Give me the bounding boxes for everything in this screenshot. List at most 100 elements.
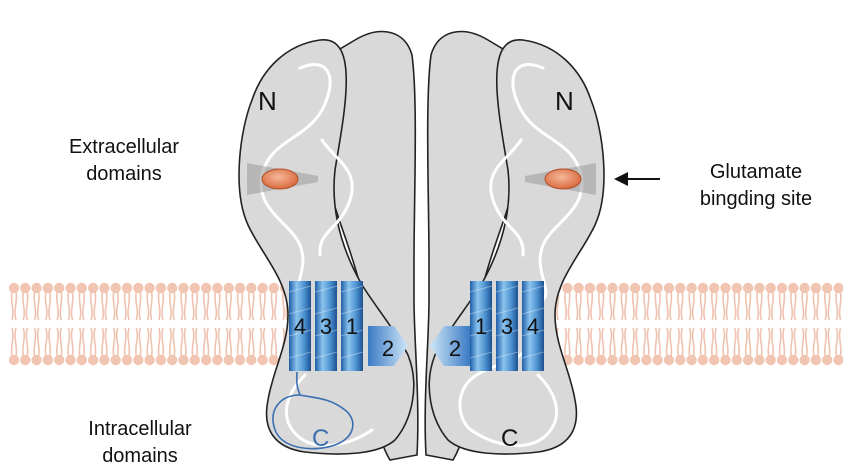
- lipid-tail: [791, 328, 796, 356]
- lipid-tail: [249, 292, 254, 320]
- lipid-tail: [780, 292, 785, 320]
- lipid-tail: [836, 292, 841, 320]
- lipid-tail: [667, 292, 672, 320]
- lipid-head: [122, 355, 132, 365]
- lipid-head: [573, 355, 583, 365]
- lipid-head: [77, 283, 87, 293]
- lipid-head: [190, 283, 200, 293]
- lipid-tail: [170, 328, 175, 356]
- lipid-tail: [791, 292, 796, 320]
- lipid-tail: [181, 292, 186, 320]
- lipid-head: [720, 355, 730, 365]
- lipid-tail: [655, 292, 660, 320]
- lipid-head: [257, 283, 267, 293]
- lipid-tail: [700, 292, 705, 320]
- lipid-head: [630, 355, 640, 365]
- lipid-tail: [204, 328, 209, 356]
- lipid-tail: [576, 292, 581, 320]
- lipid-tail: [757, 328, 762, 356]
- lipid-tail: [655, 328, 660, 356]
- lipid-head: [596, 283, 606, 293]
- right-helix-3-label: 3: [501, 314, 513, 339]
- lipid-tail: [610, 328, 615, 356]
- lipid-tail: [45, 292, 50, 320]
- lipid-head: [777, 283, 787, 293]
- left-helix-3-label: 3: [320, 314, 332, 339]
- lipid-head: [111, 355, 121, 365]
- lipid-head: [732, 283, 742, 293]
- lipid-head: [833, 283, 843, 293]
- left-helix-4-label: 4: [294, 314, 306, 339]
- lipid-head: [709, 283, 719, 293]
- right-helix-4-label: 4: [527, 314, 539, 339]
- lipid-head: [9, 355, 19, 365]
- lipid-head: [31, 283, 41, 293]
- lipid-head: [212, 355, 222, 365]
- lipid-tail: [12, 328, 17, 356]
- right-helix-1-label: 1: [475, 314, 487, 339]
- lipid-tail: [23, 328, 28, 356]
- lipid-head: [619, 283, 629, 293]
- right-c-terminus: C: [501, 425, 518, 452]
- lipid-head: [20, 283, 30, 293]
- lipid-tail: [746, 292, 751, 320]
- lipid-head: [43, 283, 53, 293]
- lipid-head: [20, 355, 30, 365]
- lipid-head: [698, 283, 708, 293]
- binding-site-arrow: [614, 172, 660, 186]
- lipid-tail: [576, 328, 581, 356]
- lipid-tail: [678, 292, 683, 320]
- lipid-head: [562, 283, 572, 293]
- lipid-head: [65, 283, 75, 293]
- glutamate-label-line1: Glutamate: [676, 159, 836, 186]
- lipid-tail: [192, 292, 197, 320]
- lipid-head: [732, 355, 742, 365]
- lipid-tail: [644, 328, 649, 356]
- lipid-head: [201, 283, 211, 293]
- lipid-head: [65, 355, 75, 365]
- lipid-head: [822, 283, 832, 293]
- intracellular-label: Intracellular domains: [62, 416, 218, 470]
- lipid-head: [641, 283, 651, 293]
- lipid-head: [99, 355, 109, 365]
- right-reentrant-loop-label: 2: [449, 336, 461, 361]
- lipid-tail: [621, 292, 626, 320]
- lipid-head: [811, 355, 821, 365]
- lipid-head: [54, 283, 64, 293]
- lipid-head: [133, 283, 143, 293]
- lipid-tail: [825, 292, 830, 320]
- lipid-tail: [192, 328, 197, 356]
- lipid-tail: [34, 292, 39, 320]
- lipid-head: [619, 355, 629, 365]
- lipid-tail: [723, 328, 728, 356]
- lipid-tail: [79, 328, 84, 356]
- lipid-tail: [813, 292, 818, 320]
- lipid-tail: [712, 328, 717, 356]
- lipid-head: [9, 283, 19, 293]
- lipid-head: [664, 283, 674, 293]
- lipid-tail: [12, 292, 17, 320]
- lipid-head: [573, 283, 583, 293]
- lipid-tail: [565, 328, 570, 356]
- lipid-head: [99, 283, 109, 293]
- left-c-terminus: C: [312, 425, 329, 452]
- lipid-head: [822, 355, 832, 365]
- lipid-tail: [271, 292, 276, 320]
- lipid-bilayer: [9, 283, 843, 365]
- lipid-head: [43, 355, 53, 365]
- left-helix-1-label: 1: [346, 314, 358, 339]
- lipid-head: [766, 355, 776, 365]
- lipid-tail: [780, 328, 785, 356]
- lipid-head: [799, 355, 809, 365]
- lipid-tail: [113, 328, 118, 356]
- glutamate-label-line2: bingding site: [676, 186, 836, 213]
- lipid-head: [720, 283, 730, 293]
- lipid-head: [122, 283, 132, 293]
- lipid-tail: [125, 292, 130, 320]
- lipid-tail: [136, 328, 141, 356]
- lipid-head: [754, 355, 764, 365]
- lipid-tail: [181, 328, 186, 356]
- lipid-tail: [768, 292, 773, 320]
- lipid-tail: [689, 292, 694, 320]
- lipid-tail: [113, 292, 118, 320]
